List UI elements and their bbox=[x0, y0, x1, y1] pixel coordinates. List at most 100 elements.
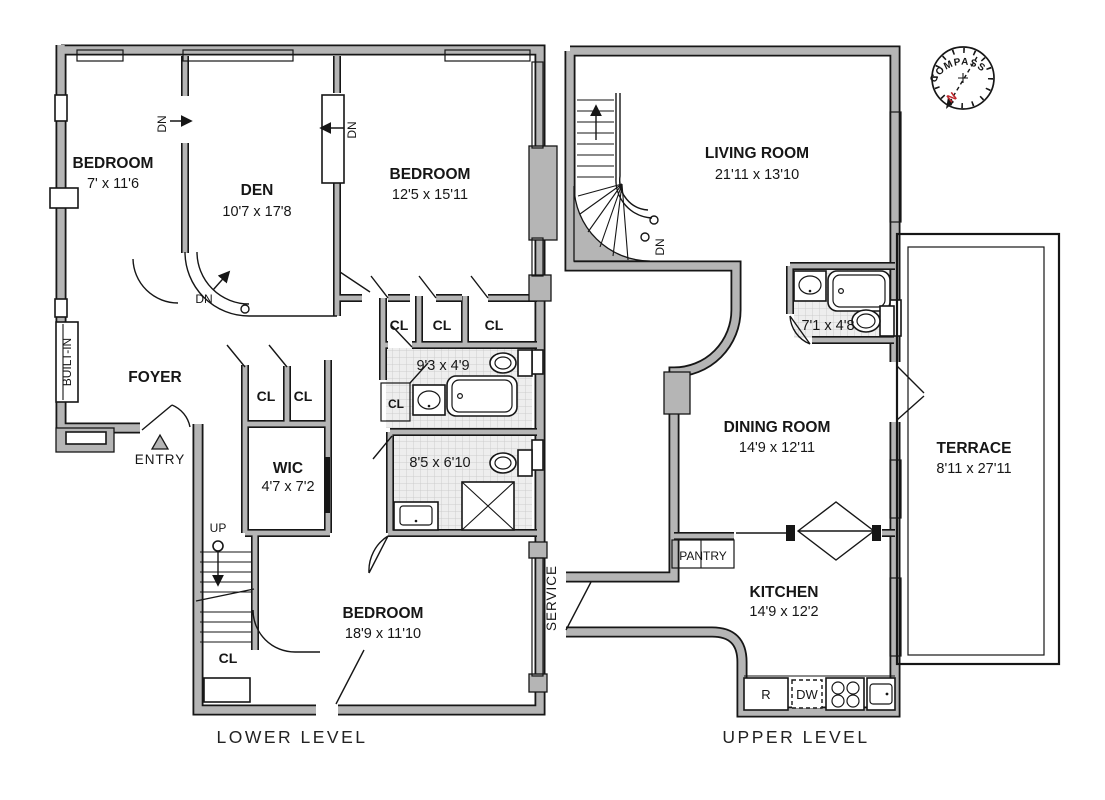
bathtub-inner bbox=[832, 274, 886, 308]
lower-level-fixtures bbox=[393, 349, 533, 531]
window bbox=[889, 459, 902, 519]
pantry-box bbox=[671, 539, 735, 569]
stair-break-line bbox=[195, 588, 255, 602]
lower-level-title: LOWER LEVEL bbox=[216, 727, 367, 747]
bath2-door-leaf bbox=[372, 435, 393, 460]
entry-door bbox=[141, 404, 191, 431]
french-doors bbox=[736, 501, 881, 561]
burner bbox=[831, 694, 845, 708]
stair-wall-mass bbox=[573, 185, 651, 262]
closet-label: CL bbox=[294, 388, 313, 404]
vanity-basin bbox=[399, 505, 433, 526]
window bbox=[889, 577, 902, 657]
upper-level-windows bbox=[888, 111, 903, 657]
lower-level-details bbox=[132, 94, 489, 705]
pilaster bbox=[528, 274, 552, 302]
stair-treads bbox=[200, 551, 252, 643]
service-door-leaf bbox=[565, 581, 592, 631]
pantry-label: PANTRY bbox=[679, 549, 727, 563]
toilet-tank bbox=[517, 449, 533, 477]
room-dims-upper-bath: 7'1 x 4'8 bbox=[801, 318, 854, 334]
up-label: UP bbox=[210, 521, 227, 535]
refrigerator bbox=[743, 677, 789, 711]
compass-needle bbox=[950, 56, 978, 101]
room-label-bedroom1: BEDROOM bbox=[73, 155, 154, 172]
room-dims-bedroom3: 18'9 x 11'10 bbox=[345, 626, 421, 642]
wall-jog bbox=[663, 371, 691, 415]
window bbox=[531, 557, 544, 677]
room-dims-dining: 14'9 x 12'11 bbox=[739, 440, 815, 456]
sink-drain bbox=[427, 404, 431, 408]
closet-box bbox=[380, 382, 411, 422]
entry-label: ENTRY bbox=[135, 452, 186, 467]
burner bbox=[831, 681, 845, 695]
door-gap bbox=[316, 702, 338, 719]
door-arc bbox=[132, 258, 179, 304]
wic-door-slab bbox=[324, 457, 330, 513]
dishwasher bbox=[791, 679, 823, 709]
stairs-up bbox=[195, 540, 255, 643]
room-dims-bath2: 8'5 x 6'10 bbox=[409, 455, 470, 471]
upper-level-walls bbox=[566, 51, 895, 712]
terrace-deck bbox=[907, 246, 1045, 656]
closet-label: CL bbox=[219, 650, 238, 666]
room-label-kitchen: KITCHEN bbox=[750, 584, 819, 601]
door-diamond bbox=[796, 501, 876, 561]
closet-door-leaf bbox=[409, 362, 429, 384]
window-deep-sill bbox=[49, 187, 79, 209]
rail-volute bbox=[649, 215, 659, 225]
lower-level-labels: BEDROOM 7' x 11'6 DEN 10'7 x 17'8 BEDROO… bbox=[60, 115, 504, 747]
bath-window bbox=[531, 439, 544, 471]
window bbox=[182, 49, 294, 62]
corner-pocket bbox=[203, 677, 251, 703]
tub-drain bbox=[837, 288, 844, 295]
compass-needle-tip bbox=[946, 97, 954, 109]
toilet-bowl-inner bbox=[856, 313, 876, 329]
bath1-door-leaf bbox=[391, 325, 413, 348]
toilet-bowl-inner bbox=[494, 456, 512, 470]
closet-curved-wall bbox=[252, 609, 320, 653]
burner bbox=[846, 694, 860, 708]
toilet-bowl bbox=[489, 452, 517, 474]
closet-label: CL bbox=[257, 388, 276, 404]
service-label: SERVICE bbox=[544, 565, 559, 631]
room-label-wic: WIC bbox=[273, 460, 303, 477]
bath-door bbox=[789, 315, 811, 345]
room-label-bedroom3: BEDROOM bbox=[343, 605, 424, 622]
room-dims-den: 10'7 x 17'8 bbox=[222, 204, 291, 220]
room-label-den: DEN bbox=[241, 182, 274, 199]
toilet-bowl bbox=[489, 352, 517, 374]
window bbox=[76, 49, 124, 62]
dn-label: DN bbox=[155, 115, 169, 132]
winder-treads bbox=[577, 183, 629, 261]
upper-level-title: UPPER LEVEL bbox=[722, 727, 869, 747]
toilet-bowl bbox=[851, 309, 881, 333]
terrace-door-gap bbox=[888, 362, 903, 422]
room-label-terrace: TERRACE bbox=[937, 440, 1012, 457]
sink-basin bbox=[417, 390, 441, 410]
hall-door-leaf bbox=[339, 271, 371, 293]
toilet-bowl-inner bbox=[494, 356, 512, 370]
room-dims-bedroom2: 12'5 x 15'11 bbox=[392, 187, 468, 203]
toilet-tank bbox=[517, 349, 533, 377]
room-label-dining: DINING ROOM bbox=[724, 419, 831, 436]
sink-drain bbox=[414, 519, 418, 523]
entry-step-inset bbox=[65, 431, 107, 445]
window-cap bbox=[528, 541, 548, 559]
window bbox=[54, 298, 68, 318]
room-dims-terrace: 8'11 x 27'11 bbox=[936, 461, 1011, 477]
bathtub bbox=[827, 270, 891, 312]
faucet-dot bbox=[885, 692, 889, 696]
upper-level-labels: LIVING ROOM 21'11 x 13'10 7'1 x 4'8 DINI… bbox=[544, 145, 1012, 747]
window bbox=[444, 49, 531, 62]
dn-label: DN bbox=[345, 121, 359, 138]
builtin-label: BUILT-IN bbox=[60, 338, 74, 386]
room-dims-living: 21'11 x 13'10 bbox=[715, 167, 799, 183]
den-step-rail bbox=[184, 251, 337, 317]
closet-label: CL bbox=[433, 317, 452, 333]
terrace-door-leaves bbox=[896, 365, 925, 421]
dn-label: DN bbox=[195, 292, 212, 306]
bedroom3-door bbox=[368, 535, 389, 574]
